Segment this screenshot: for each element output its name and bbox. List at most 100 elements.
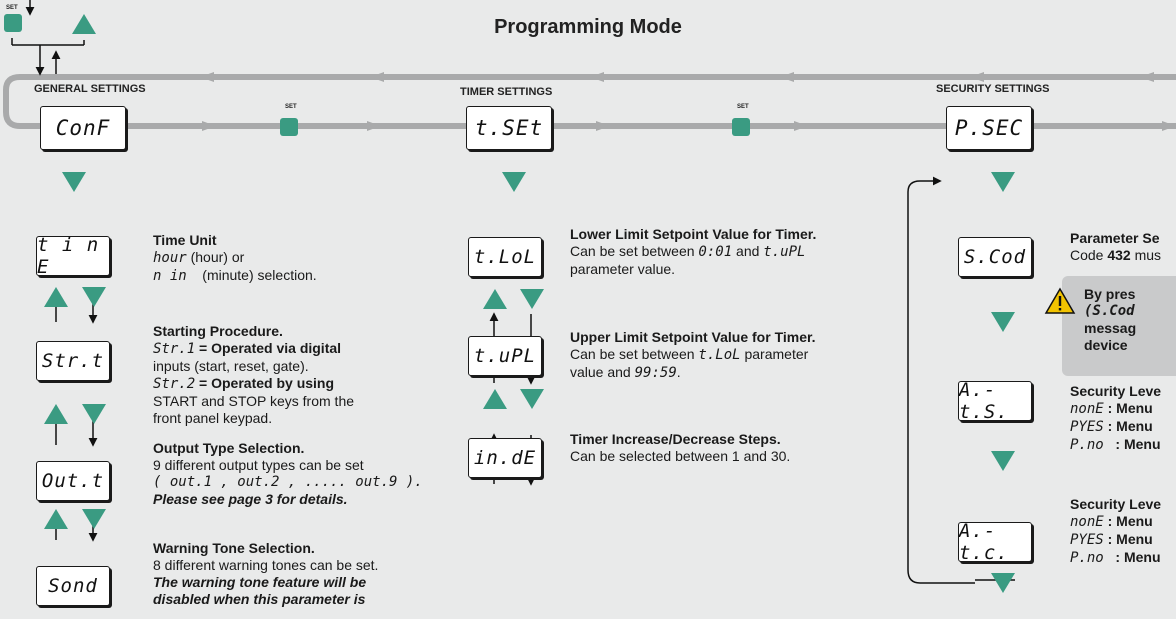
up-key-icon[interactable] bbox=[44, 404, 68, 424]
down-key-icon[interactable] bbox=[82, 404, 106, 424]
note: disabled when this parameter is bbox=[153, 591, 366, 607]
down-key-icon[interactable] bbox=[82, 287, 106, 307]
starting-procedure-description: Starting Procedure. Str.1 = Operated via… bbox=[153, 323, 453, 427]
up-key-icon[interactable] bbox=[44, 287, 68, 307]
down-key-icon[interactable] bbox=[991, 451, 1015, 471]
up-key-icon[interactable] bbox=[72, 14, 96, 34]
down-key-icon[interactable] bbox=[520, 289, 544, 309]
heading: Security Leve bbox=[1070, 383, 1162, 399]
set-key[interactable] bbox=[732, 118, 750, 136]
text: = Operated via digital bbox=[199, 340, 342, 356]
text: parameter value. bbox=[570, 261, 676, 277]
text: Can be set between bbox=[570, 243, 695, 259]
down-key-icon[interactable] bbox=[62, 172, 86, 192]
up-key-icon[interactable] bbox=[44, 509, 68, 529]
value-code: P.no bbox=[1070, 550, 1104, 566]
param-display-security-level-1: A.-t.S. bbox=[958, 379, 1032, 423]
down-key-icon[interactable] bbox=[82, 509, 106, 529]
down-key-icon[interactable] bbox=[520, 389, 544, 409]
text: : Menu bbox=[1107, 531, 1153, 547]
param-display-security-code: S.Cod bbox=[958, 237, 1032, 277]
text: : Menu bbox=[1107, 513, 1153, 529]
down-key-icon[interactable] bbox=[991, 172, 1015, 192]
text: : Menu bbox=[1115, 436, 1161, 452]
value-code: n in bbox=[153, 268, 187, 284]
down-key-icon[interactable] bbox=[502, 172, 526, 192]
value-code: t.uPL bbox=[763, 244, 806, 260]
text: Can be selected between 1 and 30. bbox=[570, 448, 791, 464]
text: front panel keypad. bbox=[153, 410, 273, 426]
text: inputs (start, reset, gate). bbox=[153, 358, 309, 374]
lower-limit-description: Lower Limit Setpoint Value for Timer. Ca… bbox=[570, 226, 900, 278]
warning-text: By pres (S.Cod messag device bbox=[1084, 286, 1176, 354]
value-code: (S.Cod bbox=[1084, 303, 1135, 319]
security-code-description: Parameter Se Code 432 mus bbox=[1070, 230, 1176, 264]
text: (hour) or bbox=[190, 249, 245, 265]
value-code: Str.2 bbox=[153, 376, 196, 392]
text: : Menu bbox=[1107, 400, 1153, 416]
set-key[interactable] bbox=[4, 14, 22, 32]
heading: Security Leve bbox=[1070, 496, 1162, 512]
heading: Time Unit bbox=[153, 232, 217, 248]
text: 8 different warning tones can be set. bbox=[153, 557, 379, 573]
security-settings-display: P.SEC bbox=[946, 106, 1032, 150]
text: messag bbox=[1084, 320, 1137, 336]
heading: Upper Limit Setpoint Value for Timer. bbox=[570, 329, 816, 345]
text: . bbox=[676, 364, 681, 380]
security-level-1-description: Security Leve nonE : Menu PYES : Menu P.… bbox=[1070, 383, 1176, 454]
increase-steps-description: Timer Increase/Decrease Steps. Can be se… bbox=[570, 431, 900, 465]
text: (minute) selection. bbox=[202, 267, 317, 283]
heading: Parameter Se bbox=[1070, 230, 1160, 246]
heading: Timer Increase/Decrease Steps. bbox=[570, 431, 781, 447]
text: 9 different output types can be set bbox=[153, 457, 364, 473]
param-display-time-unit: t i n E bbox=[36, 234, 110, 278]
note: Please see page 3 for details. bbox=[153, 491, 348, 507]
set-label: SET bbox=[285, 104, 297, 110]
general-settings-label: GENERAL SETTINGS bbox=[34, 83, 146, 95]
text: device bbox=[1084, 337, 1128, 353]
value-code: nonE bbox=[1070, 514, 1104, 530]
value-code: PYES bbox=[1070, 532, 1104, 548]
warning-box bbox=[1062, 276, 1176, 376]
up-key-icon[interactable] bbox=[483, 389, 507, 409]
text: Can be set between bbox=[570, 346, 695, 362]
param-display-warning-tone: Sond bbox=[36, 566, 110, 606]
value-code: PYES bbox=[1070, 419, 1104, 435]
value-code: 99:59 bbox=[634, 365, 677, 381]
text: = Operated by using bbox=[199, 375, 335, 391]
text: and bbox=[736, 243, 760, 259]
param-display-output-type: Out.t bbox=[36, 461, 110, 501]
value: 432 bbox=[1107, 247, 1131, 263]
param-display-upper-limit: t.uPL bbox=[468, 336, 542, 376]
page-title: Programming Mode bbox=[494, 16, 682, 38]
heading: Lower Limit Setpoint Value for Timer. bbox=[570, 226, 817, 242]
timer-settings-label: TIMER SETTINGS bbox=[460, 86, 553, 98]
text: Code bbox=[1070, 247, 1104, 263]
warning-icon bbox=[1044, 287, 1076, 314]
param-display-lower-limit: t.LoL bbox=[468, 237, 542, 277]
upper-limit-description: Upper Limit Setpoint Value for Timer. Ca… bbox=[570, 329, 900, 382]
track-return-line bbox=[3, 74, 1176, 129]
timer-settings-display: t.SEt bbox=[466, 106, 552, 150]
down-key-icon[interactable] bbox=[991, 573, 1015, 593]
value-code: 0:01 bbox=[698, 244, 733, 260]
set-key[interactable] bbox=[280, 118, 298, 136]
heading: Output Type Selection. bbox=[153, 440, 305, 456]
time-unit-description: Time Unit hour (hour) or n in (minute) s… bbox=[153, 232, 453, 285]
note: The warning tone feature will be bbox=[153, 574, 367, 590]
down-key-icon[interactable] bbox=[991, 312, 1015, 332]
security-settings-label: SECURITY SETTINGS bbox=[936, 83, 1050, 95]
set-label: SET bbox=[6, 5, 18, 11]
set-label: SET bbox=[737, 104, 749, 110]
heading: Starting Procedure. bbox=[153, 323, 283, 339]
text: : Menu bbox=[1115, 549, 1161, 565]
text: By pres bbox=[1084, 286, 1136, 302]
value-code: t.LoL bbox=[698, 347, 741, 363]
security-level-2-description: Security Leve nonE : Menu PYES : Menu P.… bbox=[1070, 496, 1176, 567]
value-code: P.no bbox=[1070, 437, 1104, 453]
value-code: Str.1 bbox=[153, 341, 196, 357]
text: parameter bbox=[744, 346, 809, 362]
up-key-icon[interactable] bbox=[483, 289, 507, 309]
output-type-description: Output Type Selection. 9 different outpu… bbox=[153, 440, 453, 508]
general-settings-display: ConF bbox=[40, 106, 126, 150]
